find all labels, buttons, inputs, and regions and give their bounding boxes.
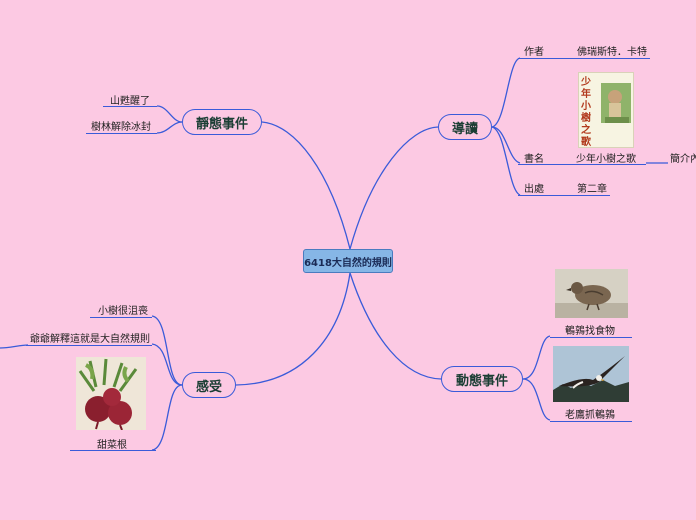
dynamic-item-2: 老鷹抓鵪鶉: [565, 410, 615, 421]
static-item-2-line: [86, 133, 157, 134]
topic-feeling[interactable]: 感受: [182, 372, 236, 398]
feeling-item-3: 甜菜根: [97, 440, 127, 451]
static-item-2: 樹林解除冰封: [91, 122, 151, 133]
author-label-line: [518, 58, 550, 59]
quail-photo: [555, 269, 628, 318]
feeling-item-1-line: [90, 317, 152, 318]
author-value-line: [550, 58, 650, 59]
book-label: 書名: [524, 154, 544, 165]
dynamic-item-2-line: [550, 421, 632, 422]
feeling-item-2: 爺爺解釋這就是大自然規則: [30, 334, 150, 345]
topic-static-events[interactable]: 靜態事件: [182, 109, 262, 135]
source-label: 出處: [524, 184, 544, 195]
book-value: 少年小樹之歌: [576, 154, 636, 165]
dynamic-item-1-line: [550, 337, 632, 338]
topic-dynamic-events[interactable]: 動態事件: [441, 366, 523, 392]
quail-icon: [555, 269, 628, 318]
static-item-1: 山甦醒了: [110, 96, 150, 107]
source-label-line: [518, 195, 550, 196]
author-label: 作者: [524, 47, 544, 58]
feeling-item-1: 小樹很沮喪: [98, 306, 148, 317]
book-label-line: [518, 164, 550, 165]
static-item-1-line: [103, 106, 157, 107]
central-topic[interactable]: 6418大自然的規則: [303, 249, 393, 273]
book-cover-title: 少年小樹之歌: [581, 77, 591, 148]
book-cover-icon: [579, 73, 633, 147]
beetroot-photo: [76, 357, 146, 430]
source-value-line: [550, 195, 610, 196]
author-value: 佛瑞斯特．卡特: [577, 47, 647, 58]
beetroot-icon: [76, 357, 146, 430]
source-value: 第二章: [577, 184, 607, 195]
book-cover-image: 少年小樹之歌: [578, 72, 634, 148]
topic-intro[interactable]: 導讀: [438, 114, 492, 140]
book-extra: 簡介內: [670, 154, 696, 165]
eagle-icon: [553, 346, 629, 402]
eagle-photo: [553, 346, 629, 402]
feeling-item-3-line: [70, 450, 156, 451]
book-value-line: [550, 164, 646, 165]
feeling-item-2-line: [26, 345, 152, 346]
dynamic-item-1: 鵪鶉找食物: [565, 326, 615, 337]
